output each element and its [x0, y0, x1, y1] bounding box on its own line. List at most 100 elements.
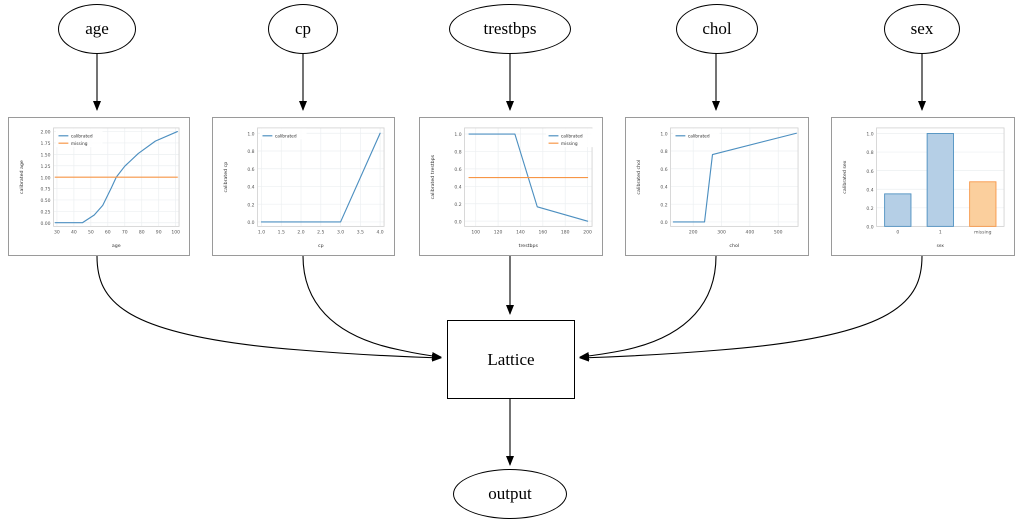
- svg-text:90: 90: [156, 229, 162, 235]
- svg-text:0.4: 0.4: [660, 185, 667, 191]
- node-output-label: output: [488, 484, 532, 503]
- svg-text:1.25: 1.25: [40, 164, 50, 170]
- svg-text:0.4: 0.4: [454, 184, 461, 190]
- svg-text:calibrated sex: calibrated sex: [842, 160, 848, 193]
- svg-text:30: 30: [54, 229, 60, 235]
- node-trestbps[interactable]: trestbps: [449, 4, 571, 54]
- svg-text:chol: chol: [729, 243, 739, 249]
- svg-text:200: 200: [583, 229, 592, 235]
- svg-text:calibrated: calibrated: [561, 133, 583, 139]
- svg-text:0.6: 0.6: [247, 167, 254, 173]
- svg-text:0.8: 0.8: [866, 150, 873, 156]
- svg-text:missing: missing: [71, 141, 88, 147]
- node-cp[interactable]: cp: [268, 4, 338, 54]
- svg-text:50: 50: [88, 229, 94, 235]
- svg-text:3.5: 3.5: [357, 229, 364, 235]
- plot-panel-trestbps[interactable]: 0.0 0.2 0.4 0.6 0.8 1.0 100 120 140 160 180 200 tres…: [419, 117, 603, 256]
- node-lattice[interactable]: Lattice: [447, 320, 575, 399]
- svg-text:0.4: 0.4: [866, 187, 873, 193]
- svg-text:missing: missing: [974, 229, 992, 235]
- svg-text:1: 1: [939, 229, 942, 235]
- svg-text:1.00: 1.00: [40, 175, 50, 181]
- node-chol-label: chol: [702, 19, 732, 38]
- svg-text:0.8: 0.8: [660, 149, 667, 155]
- svg-text:0: 0: [896, 229, 899, 235]
- plot-panel-cp[interactable]: 0.0 0.2 0.4 0.6 0.8 1.0 1.0 1.5 2.0 2.5 3.0 3.5 4.0 c…: [212, 117, 395, 256]
- svg-text:2.00: 2.00: [40, 130, 50, 136]
- node-chol[interactable]: chol: [676, 4, 758, 54]
- svg-text:cp: cp: [318, 244, 324, 249]
- svg-text:0.8: 0.8: [454, 150, 461, 156]
- node-age[interactable]: age: [58, 4, 136, 54]
- svg-text:0.0: 0.0: [660, 220, 667, 226]
- svg-text:1.50: 1.50: [40, 153, 50, 159]
- node-output[interactable]: output: [453, 469, 567, 519]
- svg-text:0.4: 0.4: [247, 185, 254, 191]
- node-sex[interactable]: sex: [884, 4, 960, 54]
- svg-text:160: 160: [539, 229, 548, 235]
- svg-text:100: 100: [171, 229, 180, 235]
- svg-text:140: 140: [516, 229, 525, 235]
- svg-text:1.0: 1.0: [866, 132, 873, 138]
- edge-chol-plot-to-lattice: [579, 255, 717, 360]
- svg-text:0.6: 0.6: [866, 169, 873, 175]
- svg-text:0.2: 0.2: [660, 202, 667, 208]
- svg-text:300: 300: [717, 229, 726, 235]
- node-cp-label: cp: [294, 19, 312, 38]
- svg-text:180: 180: [561, 229, 570, 235]
- node-sex-label: sex: [910, 19, 934, 38]
- svg-text:calibrated: calibrated: [275, 133, 297, 139]
- svg-text:0.0: 0.0: [454, 219, 461, 225]
- svg-text:4.0: 4.0: [377, 229, 384, 235]
- svg-text:200: 200: [689, 229, 698, 235]
- edge-cp-plot-to-lattice: [302, 255, 442, 360]
- svg-text:2.0: 2.0: [297, 229, 304, 235]
- svg-text:0.8: 0.8: [247, 149, 254, 155]
- svg-text:0.25: 0.25: [40, 210, 50, 216]
- svg-text:calibrated: calibrated: [688, 133, 710, 139]
- svg-text:0.50: 0.50: [40, 198, 50, 204]
- svg-text:calibrated cp: calibrated cp: [223, 162, 229, 193]
- svg-text:calibrated chol: calibrated chol: [636, 160, 642, 195]
- svg-text:age: age: [112, 244, 121, 249]
- svg-text:40: 40: [71, 229, 77, 235]
- node-age-label: age: [85, 19, 109, 38]
- svg-text:60: 60: [105, 229, 111, 235]
- svg-text:1.5: 1.5: [278, 229, 285, 235]
- svg-text:1.0: 1.0: [660, 131, 667, 137]
- node-lattice-label: Lattice: [487, 349, 535, 369]
- svg-text:0.6: 0.6: [660, 167, 667, 173]
- svg-text:2.5: 2.5: [317, 229, 324, 235]
- svg-text:trestbps: trestbps: [519, 243, 539, 249]
- svg-text:0.0: 0.0: [866, 225, 873, 231]
- svg-text:0.6: 0.6: [454, 167, 461, 173]
- svg-text:missing: missing: [561, 141, 578, 147]
- node-trestbps-label: trestbps: [483, 19, 537, 38]
- svg-text:calibrated age: calibrated age: [19, 160, 25, 194]
- svg-text:500: 500: [774, 229, 783, 235]
- svg-text:0.75: 0.75: [40, 187, 50, 193]
- svg-text:120: 120: [494, 229, 503, 235]
- svg-text:0.2: 0.2: [247, 202, 254, 208]
- edge-age-plot-to-lattice: [96, 255, 442, 362]
- plot-panel-age[interactable]: 0.00 0.25 0.50 0.75 1.00 1.25 1.50 1.75 2.00 30 40…: [8, 117, 190, 256]
- svg-text:70: 70: [122, 229, 128, 235]
- svg-text:sex: sex: [937, 243, 945, 248]
- svg-text:100: 100: [471, 229, 480, 235]
- svg-text:80: 80: [139, 229, 145, 235]
- edge-sex-plot-to-lattice: [579, 255, 923, 362]
- svg-text:1.0: 1.0: [258, 229, 265, 235]
- svg-text:1.0: 1.0: [247, 131, 254, 137]
- plot-panel-sex[interactable]: 0.0 0.2 0.4 0.6 0.8 1.0 0 1 missing sex calibrated…: [831, 117, 1015, 256]
- svg-text:1.0: 1.0: [454, 132, 461, 138]
- svg-text:3.0: 3.0: [337, 229, 344, 235]
- svg-text:0.2: 0.2: [454, 202, 461, 208]
- svg-text:0.2: 0.2: [866, 206, 873, 212]
- svg-text:1.75: 1.75: [40, 141, 50, 147]
- svg-text:0.00: 0.00: [40, 221, 50, 227]
- svg-text:0.0: 0.0: [247, 220, 254, 226]
- svg-text:calibrated: calibrated: [71, 133, 93, 139]
